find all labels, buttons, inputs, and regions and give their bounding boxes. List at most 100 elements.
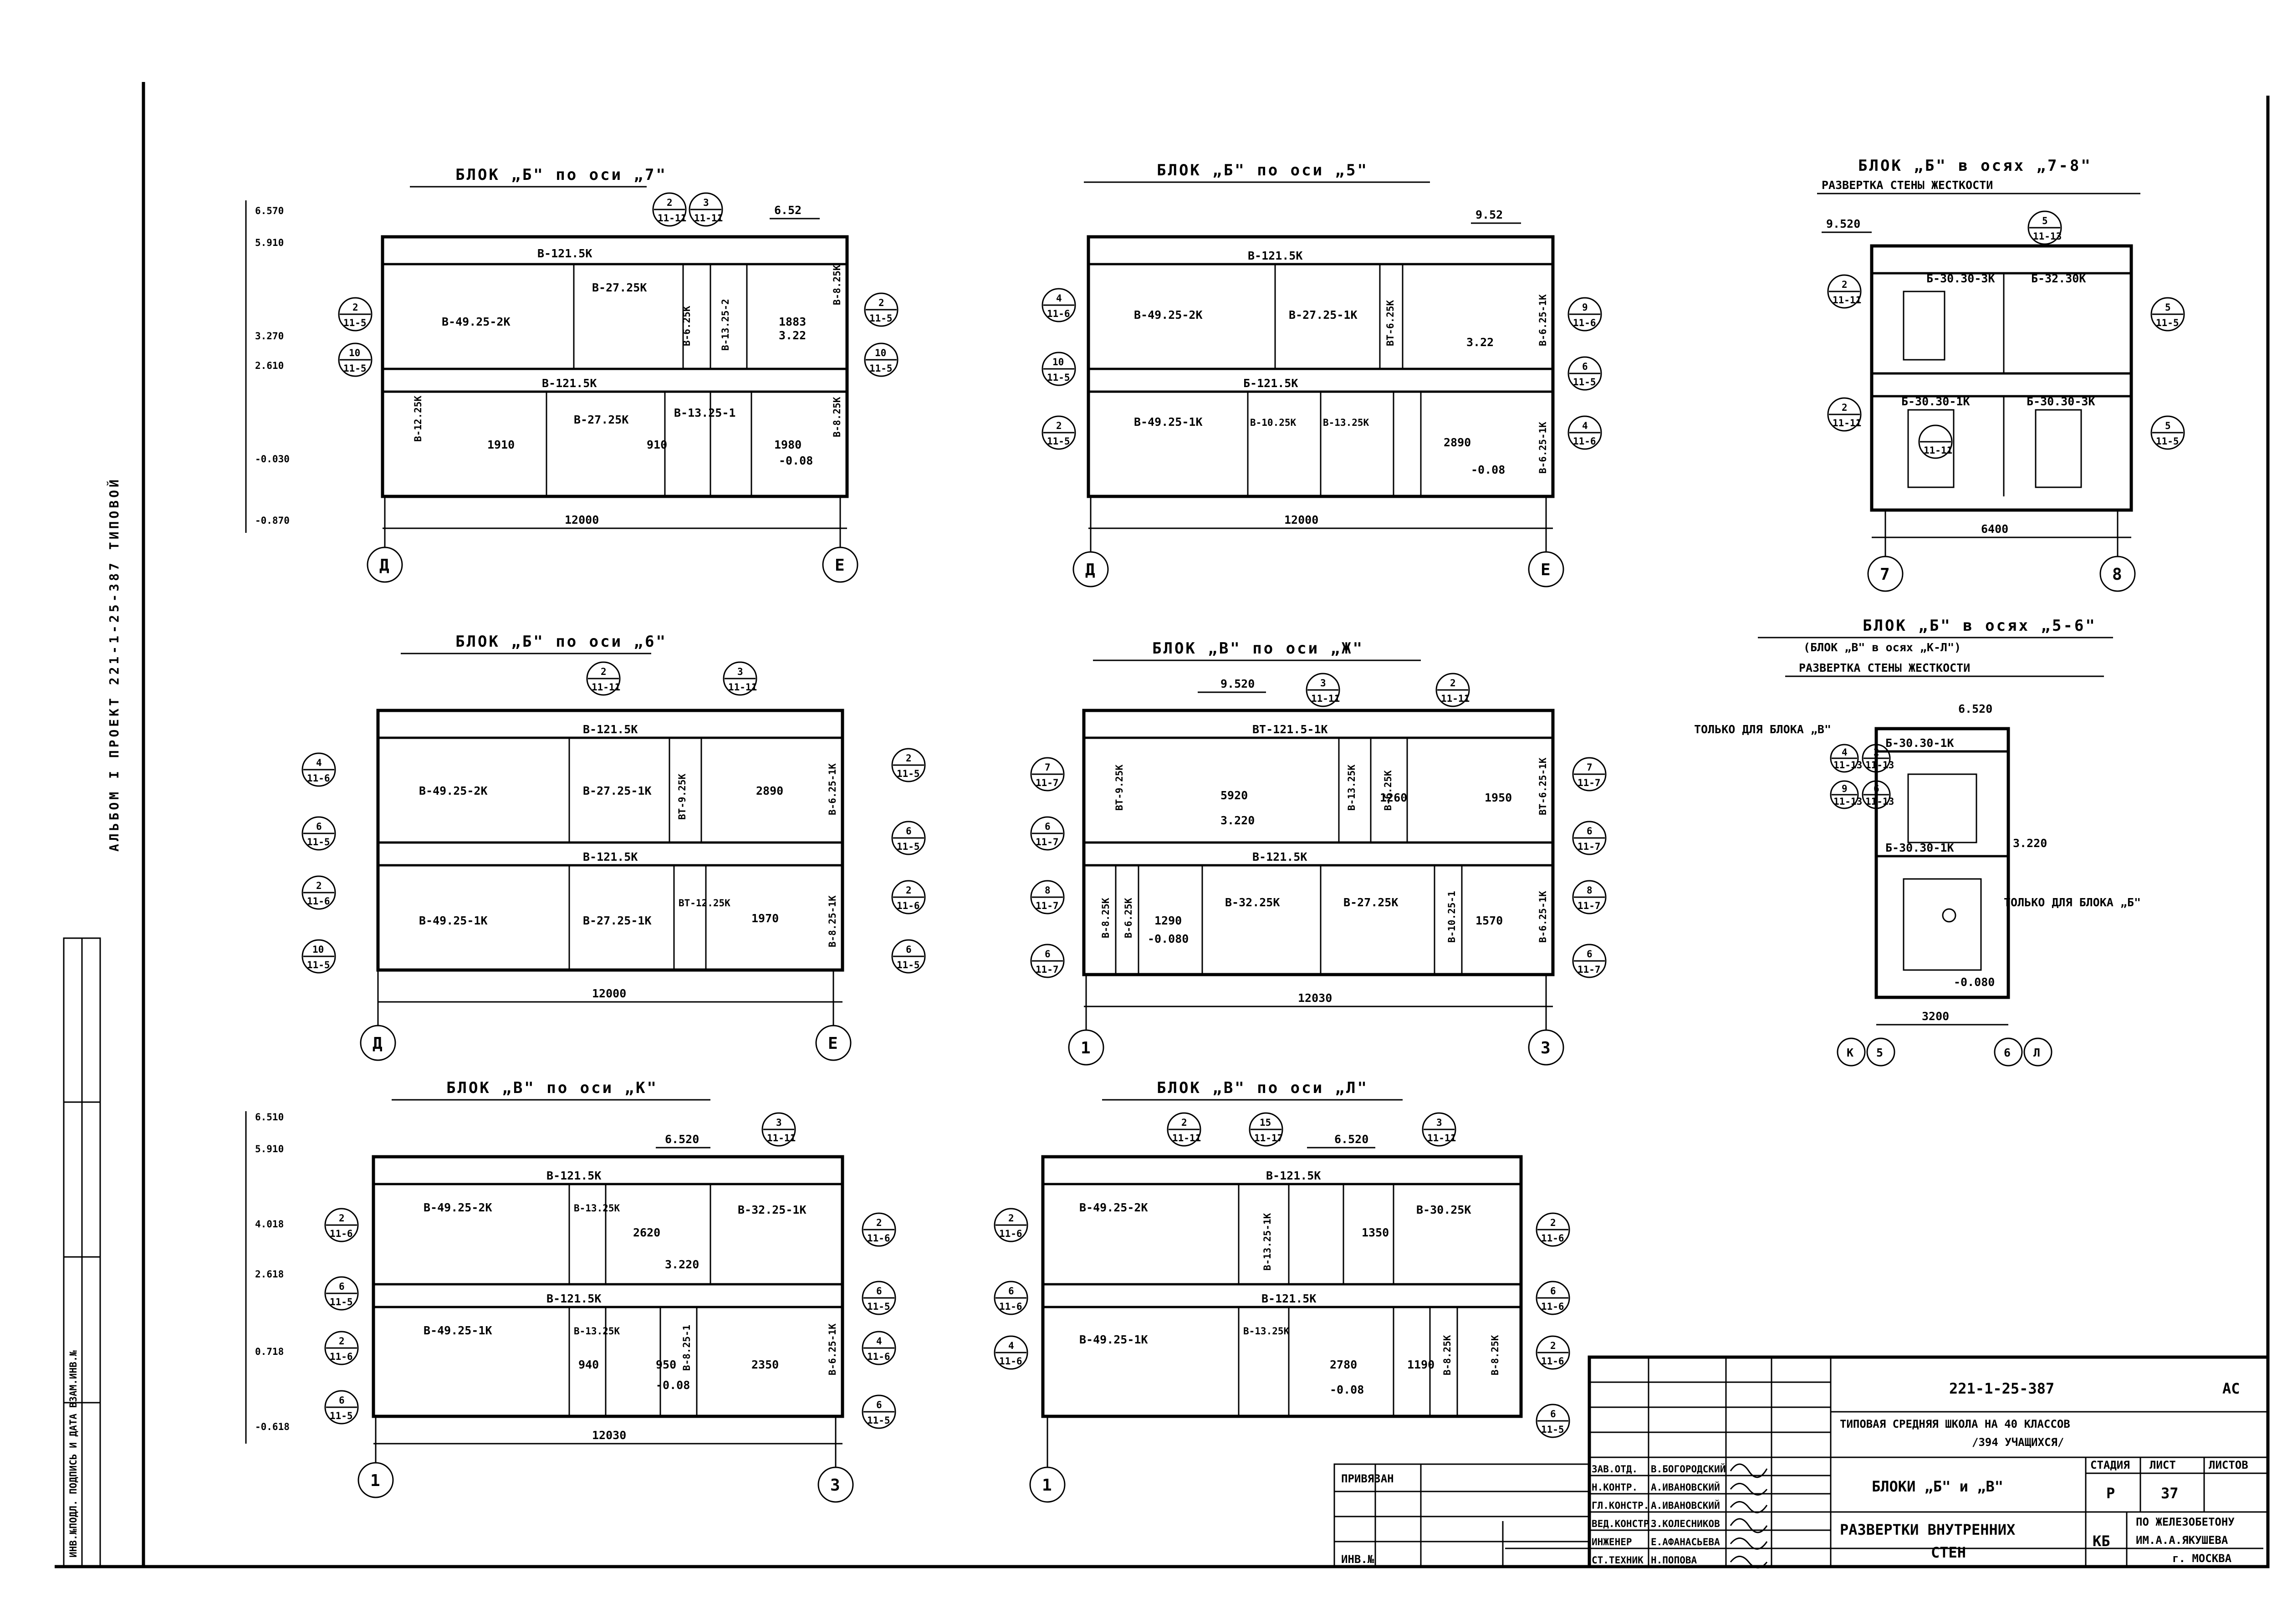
svg-text:10: 10 <box>312 944 324 955</box>
svg-text:11-6: 11-6 <box>867 1233 890 1244</box>
project-name-line-2: /394 УЧАЩИХСЯ/ <box>1972 1436 2064 1449</box>
svg-text:11-11: 11-11 <box>592 682 620 693</box>
panel-label: В-27.25К <box>574 413 628 426</box>
svg-text:11-7: 11-7 <box>1578 841 1601 852</box>
panel-label: В-8.25-1К <box>827 895 838 947</box>
dimension-label: 1910 <box>487 438 515 451</box>
callout-bubble: 11-11 <box>1918 424 1953 459</box>
svg-text:2: 2 <box>316 880 322 891</box>
top-beam-label: ВТ-121.5-1К <box>1252 723 1328 736</box>
panel-label: Б-30.30-1К <box>1885 736 1954 750</box>
level-mark: 9.52 <box>1475 208 1503 221</box>
callout-bubble: 611-7 <box>1030 816 1065 851</box>
axis-marker: Д <box>1085 561 1095 579</box>
svg-text:2: 2 <box>1056 420 1062 431</box>
organization-line-3: г. МОСКВА <box>2172 1552 2232 1565</box>
svg-text:11-13: 11-13 <box>1833 760 1862 771</box>
callout-bubble: 611-5 <box>324 1276 359 1311</box>
project-mark: АС <box>2222 1380 2240 1397</box>
sheet-frame <box>55 82 2270 1568</box>
svg-text:6: 6 <box>1587 949 1593 960</box>
panel-label: В-6.25-1К <box>1537 891 1548 943</box>
panel-label: В-13.25К <box>574 1326 620 1337</box>
level-mark: 6.52 <box>774 204 802 217</box>
callout-bubble: 611-13 <box>1862 780 1894 809</box>
callout-bubble: 211-5 <box>338 297 373 332</box>
elevation-block-b-axis-6: БЛОК „Б" по оси „6" В-121.5К В-121.5К В-… <box>360 633 852 1061</box>
role-label: ЗАВ.ОТД. <box>1592 1464 1638 1475</box>
role-label: ГЛ.КОНСТР. <box>1592 1500 1649 1511</box>
axis-marker: 8 <box>2112 565 2122 584</box>
callout-bubble: 511-5 <box>2150 415 2185 450</box>
svg-text:2: 2 <box>906 885 912 896</box>
svg-text:11-11: 11-11 <box>1172 1133 1201 1144</box>
panel-label: В-6.25-1К <box>1537 422 1548 474</box>
svg-text:2: 2 <box>1008 1213 1014 1224</box>
dimension-label: -0.08 <box>1330 1383 1364 1396</box>
svg-text:11-13: 11-13 <box>2033 231 2062 242</box>
callout-bubble: 611-5 <box>891 821 926 855</box>
callout-bubble: 211-6 <box>994 1208 1028 1242</box>
axis-marker: 5 <box>1876 1046 1883 1059</box>
dimension-label: -0.080 <box>1148 932 1189 945</box>
callout-bubble: 6 11-7 <box>1572 944 1607 978</box>
panel-label: В-13.25К <box>1323 417 1369 428</box>
svg-text:2: 2 <box>339 1213 345 1224</box>
dimension-label: 1290 <box>1154 914 1182 927</box>
panel-label: В-13.25К <box>574 1203 620 1214</box>
elevation-title: БЛОК „Б" в осях „7-8" <box>1858 157 2092 175</box>
svg-text:11-6: 11-6 <box>307 896 330 907</box>
linked-label: ПРИВЯЗАН <box>1341 1472 1394 1485</box>
panel-label: В-49.25-2К <box>1079 1201 1148 1214</box>
panel-label: В-49.25-2К <box>1134 308 1203 322</box>
dimension-label: 2890 <box>756 784 783 797</box>
dimension-label: 1260 <box>1380 791 1407 804</box>
dimension-label: 2620 <box>633 1226 660 1239</box>
svg-text:7: 7 <box>1045 762 1051 773</box>
callout-bubble: 2 11-6 <box>891 880 926 914</box>
callout-bubble: 411-6 <box>862 1331 896 1365</box>
svg-text:11-6: 11-6 <box>330 1351 353 1362</box>
svg-text:5: 5 <box>2165 420 2171 431</box>
svg-text:11-11: 11-11 <box>1833 418 1861 429</box>
callout-bubble: 211-5 <box>1041 415 1076 450</box>
callout-bubble: 611-6 <box>994 1281 1028 1315</box>
span-label: 6400 <box>1981 522 2008 536</box>
organization-line-2: ИМ.А.А.ЯКУШЕВА <box>2136 1534 2228 1547</box>
panel-label: В-49.25-2К <box>419 784 488 797</box>
svg-text:11-5: 11-5 <box>897 960 920 970</box>
svg-text:6: 6 <box>339 1395 345 1406</box>
svg-text:6: 6 <box>876 1399 882 1410</box>
svg-text:11-6: 11-6 <box>307 773 330 784</box>
callout-bubble: 811-7 <box>1030 880 1065 914</box>
svg-text:11-6: 11-6 <box>897 900 920 911</box>
level-mark: -0.870 <box>255 515 290 526</box>
span-label: 12030 <box>592 1429 626 1442</box>
binding-strip: ИНВ.№ПОДЛ. ПОДПИСЬ И ДАТА ВЗАМ.ИНВ.№ <box>63 937 101 1568</box>
panel-label: Б-30.30-1К <box>1885 841 1954 854</box>
elevation-title: БЛОК „В" по оси „К" <box>446 1079 658 1097</box>
elevation-block-b-axes-7-8: БЛОК „Б" в осях „7-8" РАЗВЕРТКА СТЕНЫ ЖЕ… <box>1817 157 2140 592</box>
svg-text:11-5: 11-5 <box>2156 317 2179 328</box>
callout-bubble: 211-11 <box>1167 1112 1201 1147</box>
dimension-label: 1970 <box>751 912 779 925</box>
callout-bubble: 411-13 <box>1830 744 1862 773</box>
svg-text:11-5: 11-5 <box>869 313 893 324</box>
svg-text:3: 3 <box>703 197 709 208</box>
svg-text:11-7: 11-7 <box>1578 964 1601 975</box>
panel-label: В-32.25К <box>1225 896 1280 909</box>
elevation-title: БЛОК „В" по оси „Л" <box>1157 1079 1368 1097</box>
svg-text:11-7: 11-7 <box>1578 777 1601 788</box>
callout-bubble: 211-13 <box>1862 744 1894 773</box>
svg-text:2: 2 <box>352 302 358 313</box>
panel-label: Б-30.30-3К <box>1926 272 1995 285</box>
svg-text:11-6: 11-6 <box>999 1356 1022 1367</box>
svg-text:2: 2 <box>878 297 884 308</box>
svg-text:3: 3 <box>776 1117 782 1128</box>
svg-text:2: 2 <box>339 1336 345 1347</box>
side-vertical-label: АЛЬБОМ I ПРОЕКТ 221-1-25-387 ТИПОВОЙ <box>106 477 122 852</box>
callout-bubble: 711-7 <box>1030 757 1065 792</box>
svg-text:11-6: 11-6 <box>1573 436 1596 447</box>
